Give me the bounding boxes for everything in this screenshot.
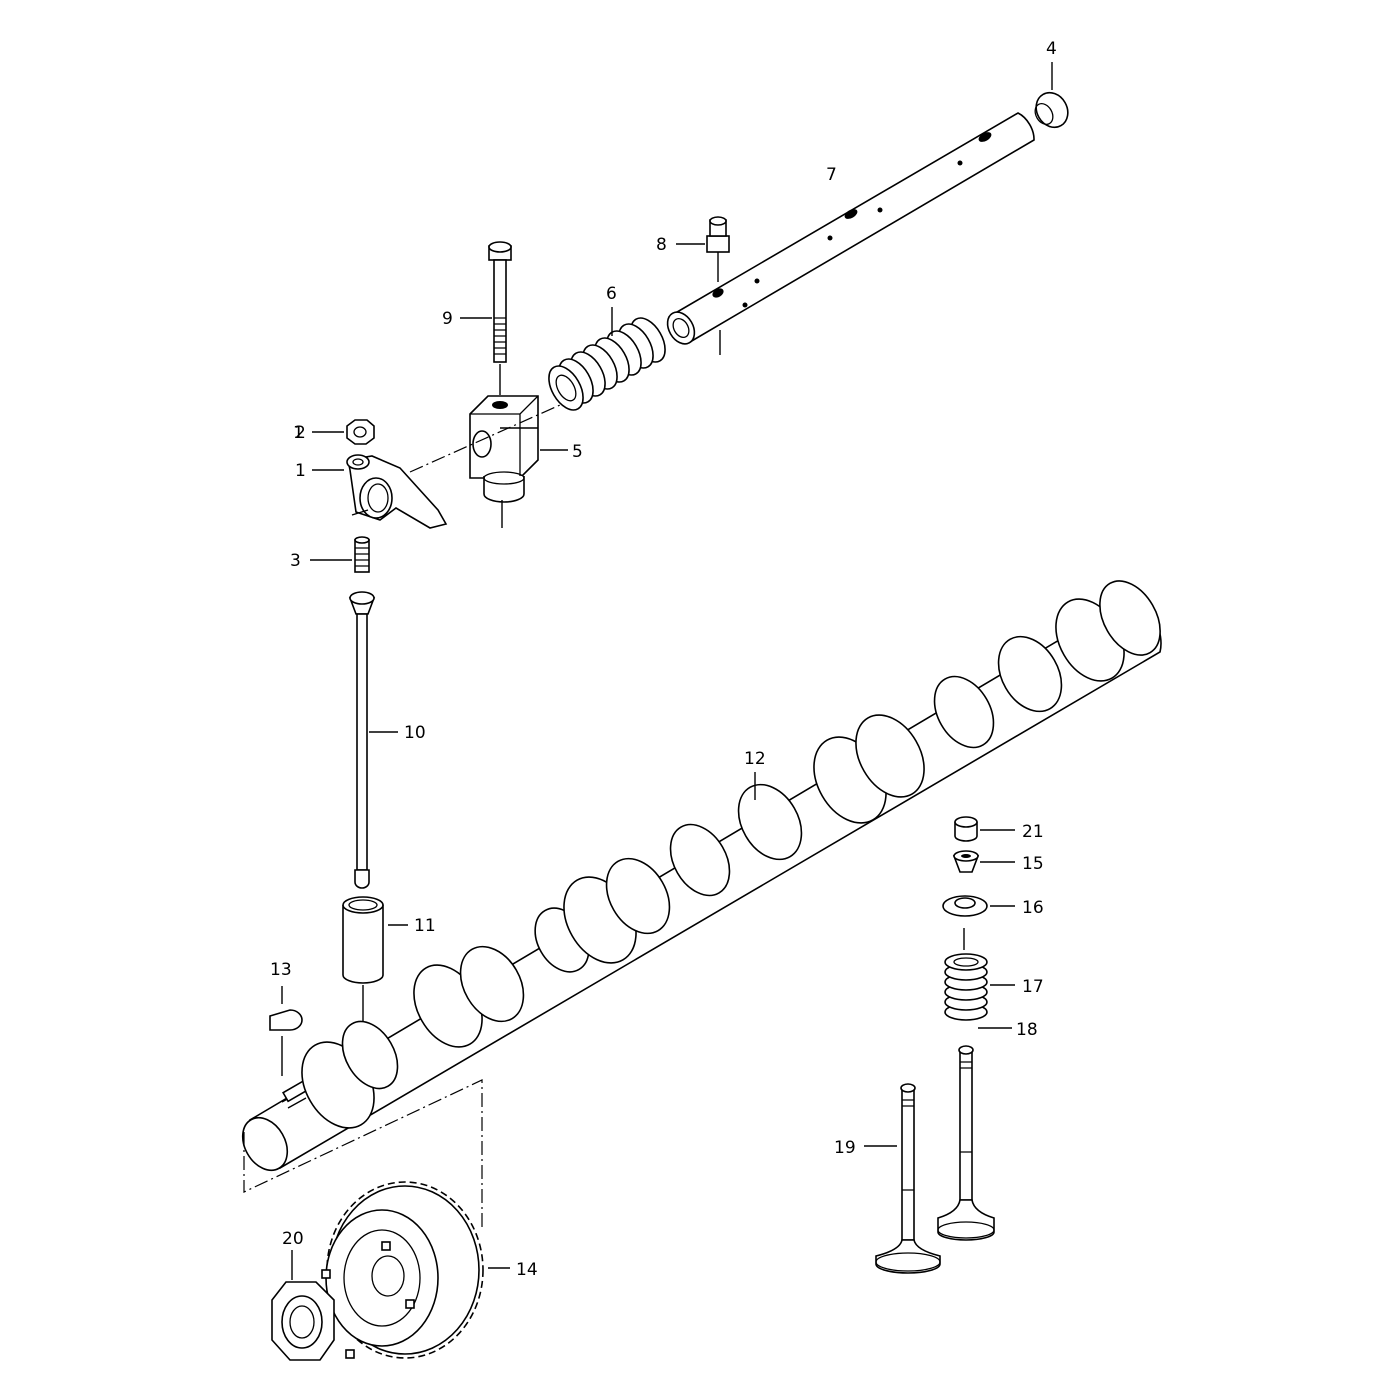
callout-valve-18: 18 <box>1016 1020 1038 1040</box>
rocker-spring <box>548 307 666 411</box>
bracket-bolt <box>460 241 512 395</box>
push-rod <box>348 591 398 889</box>
woodruff-key <box>269 986 303 1076</box>
rocker-arm <box>312 454 448 529</box>
callout-spring-retainer: 16 <box>1022 898 1044 918</box>
callout-woodruff-key: 13 <box>270 960 292 980</box>
callout-bracket-bolt: 9 <box>442 309 453 329</box>
gear-nut <box>271 1250 335 1361</box>
callout-rocker-spring: 6 <box>606 284 617 304</box>
rocker-shaft <box>666 112 1035 355</box>
callout-valve-spring: 17 <box>1022 977 1044 997</box>
callout-camshaft-gear: 14 <box>516 1260 538 1280</box>
callout-valve-collet: 15 <box>1022 854 1044 874</box>
callout-rocker-shaft: 7 <box>826 165 837 185</box>
callout-tappet: 11 <box>414 916 436 936</box>
callout-shaft-plug: 4 <box>1046 39 1057 59</box>
valve-spring <box>944 953 1015 1021</box>
shaft-plug <box>1034 62 1069 129</box>
callout-oil-fitting: 8 <box>656 235 667 255</box>
spring-retainer <box>942 895 1015 950</box>
callout-gear-nut: 20 <box>282 1229 304 1249</box>
callout-1: 1 <box>293 423 304 443</box>
callout-camshaft: 12 <box>744 749 766 769</box>
callout-push-rod: 10 <box>404 723 426 743</box>
tappet <box>342 896 408 1022</box>
callout-valve-cap: 21 <box>1022 822 1044 842</box>
valve-collet <box>952 850 1015 873</box>
callout-rocker-arm: 1 <box>295 461 306 481</box>
valve-19 <box>864 1083 941 1274</box>
callout-adjusting-nut: 2 <box>295 423 306 443</box>
oil-fitting <box>676 216 730 282</box>
adjusting-nut <box>312 419 375 445</box>
callout-adjusting-screw: 3 <box>290 551 301 571</box>
adjusting-screw <box>310 536 370 573</box>
valve-cap <box>954 816 1015 842</box>
rocker-bracket <box>469 395 568 528</box>
camshaft <box>241 580 1162 1172</box>
valve-18 <box>937 1027 1012 1241</box>
callout-rocker-bracket: 5 <box>572 442 583 462</box>
callout-valve-19: 19 <box>834 1138 856 1158</box>
camshaft-gear <box>321 1181 510 1359</box>
